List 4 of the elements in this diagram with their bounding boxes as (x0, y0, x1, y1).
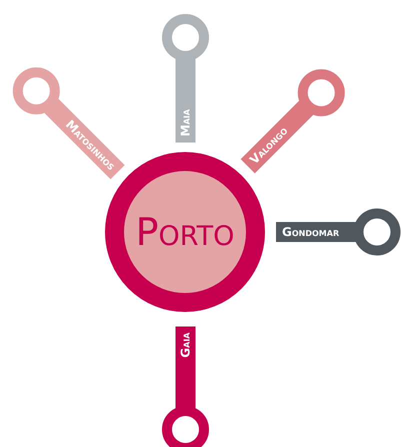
city-label: Porto (136, 213, 234, 251)
place-label: Gaia (177, 332, 193, 358)
place-label: Gondomar (282, 224, 340, 241)
place-label: Maia (177, 108, 193, 136)
